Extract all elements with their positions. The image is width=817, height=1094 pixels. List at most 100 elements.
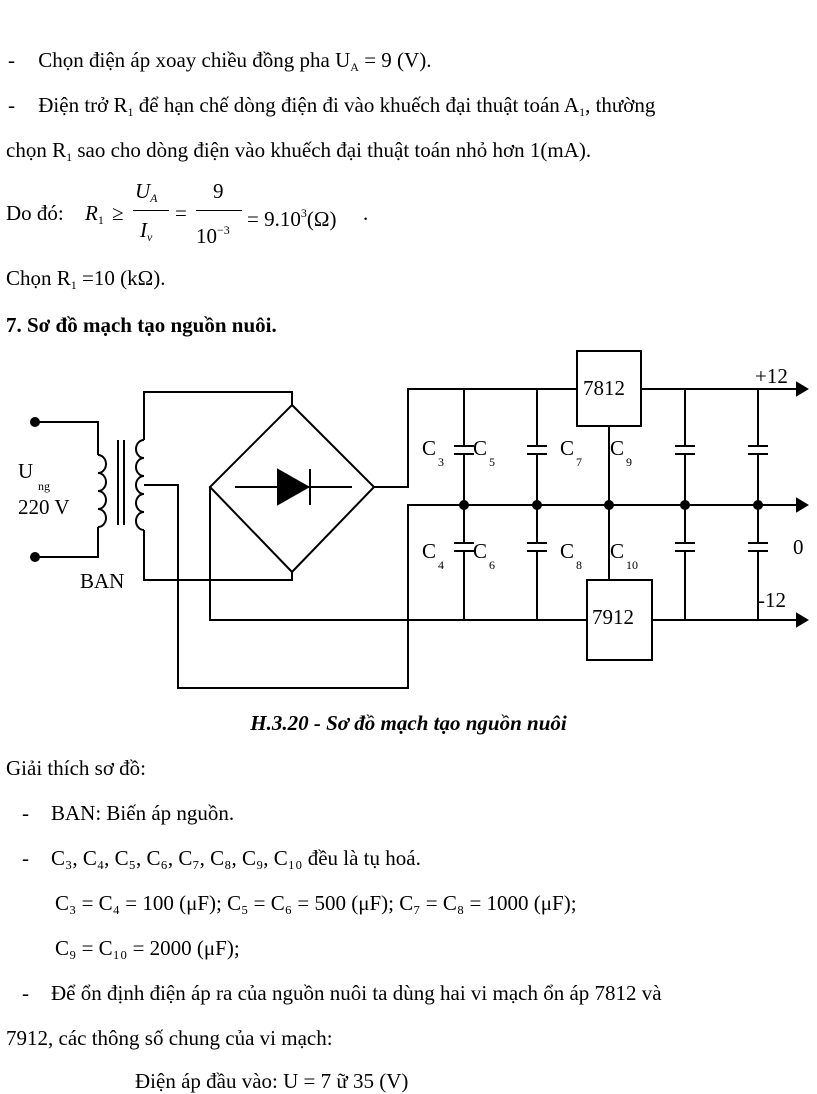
choose-r1: Chọn R1 =10 (kΩ). (6, 265, 165, 298)
ban-label: BAN (80, 569, 124, 593)
bullet-text: chọn R (6, 138, 67, 162)
out-zero-label: 0 (793, 535, 804, 559)
formula-num1: UA (135, 178, 158, 211)
cap-sub-c3: 3 (438, 455, 444, 469)
formula-geq: ≥ (112, 201, 124, 225)
cap-label-c3: C (422, 436, 436, 460)
out-plus12-label: +12 (755, 364, 788, 388)
formula-den1: Iv (140, 217, 152, 250)
formula-num2: 9 (213, 179, 224, 203)
section-heading: 7. Sơ đồ mạch tạo nguồn nuôi. (6, 313, 277, 337)
explain-bullet-1: -BAN: Biến áp nguồn. (22, 800, 234, 826)
capacitor-c4 (454, 505, 474, 620)
cap-label-c10: C (610, 539, 624, 563)
capacitor-top-extra-2 (748, 389, 768, 505)
capacitor-bottom-extra-1 (675, 505, 695, 620)
formula-result-exp: 3 (300, 206, 307, 220)
reg-bottom-label: 7912 (592, 605, 634, 629)
secondary-coil (135, 439, 145, 531)
bullet-text: Chọn điện áp xoay chiều đồng pha U (38, 48, 351, 72)
cap-sub-c6: 6 (489, 558, 495, 572)
negative-rail-in (209, 487, 587, 621)
figure-caption: H.3.20 - Sơ đồ mạch tạo nguồn nuôi (250, 711, 567, 735)
choose-post: =10 (kΩ). (76, 266, 166, 290)
formula-lhs-sub: 1 (97, 213, 104, 227)
junction-dot (680, 500, 690, 510)
subscript: 1 (70, 278, 77, 292)
subscript: A (350, 60, 359, 74)
junction-dot (604, 500, 614, 510)
voltage-label: 220 V (18, 495, 70, 519)
explain-text: BAN: Biến áp nguồn. (51, 801, 235, 825)
u-sub-label: ng (38, 479, 50, 493)
explain-last-line: Điện áp đầu vào: U = 7 ữ 35 (V) (135, 1069, 409, 1093)
bullet-text: , thường (585, 93, 656, 117)
capacitor-top-extra-1 (675, 389, 695, 505)
dash: - (22, 801, 29, 825)
formula-result-pre: = 9.10 (247, 207, 301, 231)
fraction-bar-1 (133, 210, 169, 211)
cap-sub-c8: 8 (576, 558, 582, 572)
subscript: 1 (579, 105, 586, 119)
arrow-plus12 (796, 381, 809, 397)
bullet-line-3: chọn R1 sao cho dòng điện vào khuếch đại… (6, 137, 591, 170)
formula-lhs: R1 (85, 200, 104, 233)
formula-den1-i: I (140, 218, 147, 242)
cap-label-c8: C (560, 539, 574, 563)
explain-values-1: C₃ = C₄ = 100 (μF); C₅ = C₆ = 500 (μF); … (55, 891, 577, 915)
dash: - (8, 48, 15, 72)
capacitor-bank-top (454, 389, 768, 505)
formula-num1-u: U (135, 179, 151, 203)
junction-dot (532, 500, 542, 510)
explain-bullet-3-cont: 7912, các thông số chung của vi mạch: (6, 1026, 333, 1050)
formula-result: = 9.103(Ω) (247, 200, 336, 232)
dash: - (22, 846, 29, 870)
capacitor-bank-bottom (454, 505, 768, 620)
bridge-rectifier (208, 403, 376, 574)
cap-label-c7: C (560, 436, 574, 460)
bullet-text: để hạn chế dòng điện đi vào khuếch đại t… (133, 93, 580, 117)
primary-coil (97, 454, 107, 528)
choose-pre: Chọn R (6, 266, 71, 290)
arrow-zero (796, 497, 809, 513)
formula-dot: . (363, 201, 369, 225)
cap-label-c9: C (610, 436, 624, 460)
out-minus12-label: -12 (758, 588, 786, 612)
cap-sub-c9: 9 (626, 455, 632, 469)
explain-text: Để ổn định điện áp ra của nguồn nuôi ta … (51, 981, 662, 1005)
formula-num1-sub: A (150, 191, 158, 205)
cap-sub-c4: 4 (438, 558, 444, 572)
capacitor-bottom-extra-2 (748, 505, 768, 620)
arrow-minus12 (796, 612, 809, 628)
circuit-diagram: 7812 7912 +12 0 -12 U ng 220 V BAN C 3 C… (18, 350, 809, 689)
cap-label-c6: C (473, 539, 487, 563)
bullet-text: = 9 (V). (358, 48, 432, 72)
formula-eq1: = (175, 201, 187, 225)
positive-rail-in (374, 388, 577, 488)
formula-den2: 10−3 (196, 217, 230, 249)
diode-symbol (277, 468, 311, 506)
capacitor-c3 (454, 389, 474, 505)
cap-label-c4: C (422, 539, 436, 563)
explain-bullet-2: -C₃, C₄, C₅, C₆, C₇, C₈, C₉, C₁₀ đều là … (22, 845, 421, 871)
explain-text: C₃, C₄, C₅, C₆, C₇, C₈, C₉, C₁₀ đều là t… (51, 846, 421, 870)
reg-top-label: 7812 (583, 376, 625, 400)
explain-bullet-3: -Để ổn định điện áp ra của nguồn nuôi ta… (22, 980, 662, 1006)
formula-result-post: (Ω) (306, 207, 337, 231)
secondary-top-wire (143, 391, 293, 440)
bullet-line-2: - Điện trở R1 để hạn chế dòng điện đi và… (8, 92, 655, 125)
bullet-line-1: - Chọn điện áp xoay chiều đồng pha UA = … (8, 47, 431, 80)
fraction-bar-2 (196, 210, 242, 211)
junction-dot (459, 500, 469, 510)
subscript: 1 (66, 150, 73, 164)
explain-values-2: C₉ = C₁₀ = 2000 (μF); (55, 936, 240, 960)
formula-den2-exp: −3 (217, 223, 230, 237)
bullet-text: sao cho dòng điện vào khuếch đại thuật t… (72, 138, 592, 162)
cap-sub-c5: 5 (489, 455, 495, 469)
formula-den1-sub: v (147, 230, 153, 244)
bullet-text: Điện trở R (38, 93, 128, 117)
primary-lead-top (35, 421, 99, 455)
center-tap-wire (144, 484, 797, 689)
formula-lead: Do đó: (6, 201, 64, 225)
formula-lhs-r: R (85, 201, 98, 225)
